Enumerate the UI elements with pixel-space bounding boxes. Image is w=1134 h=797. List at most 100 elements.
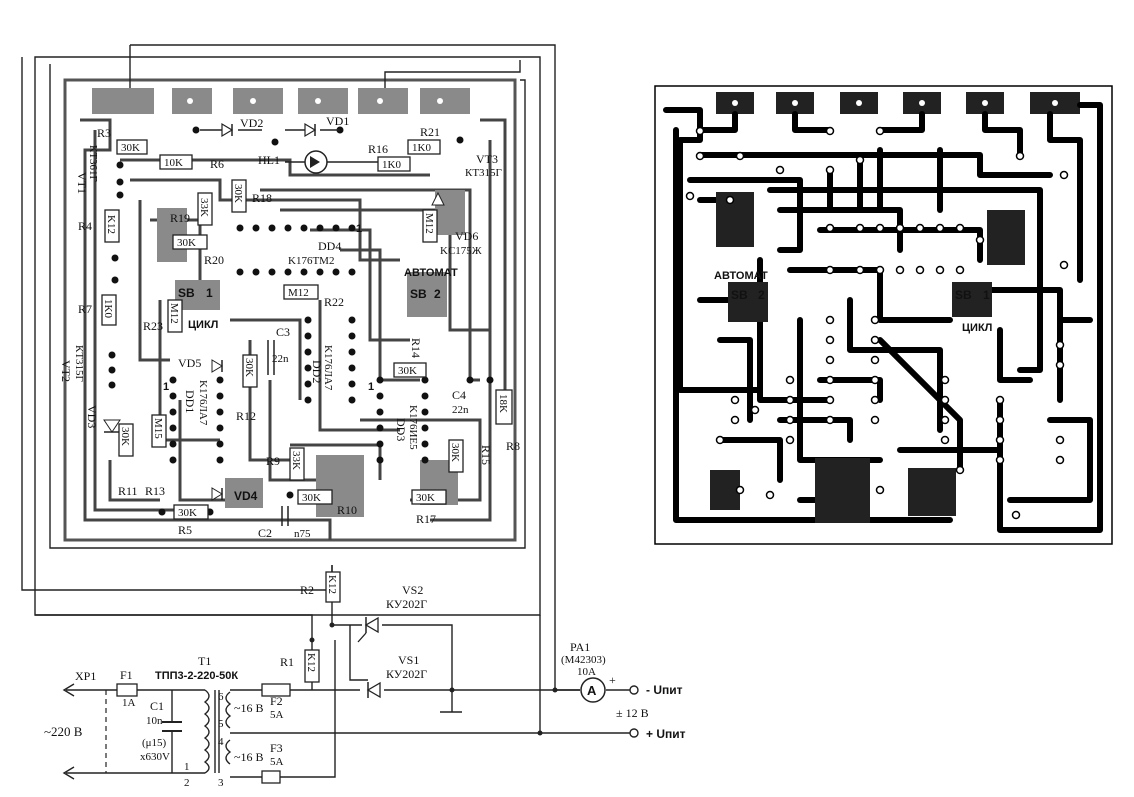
f3-value: 5A — [270, 756, 284, 768]
r15-value: 30K — [449, 443, 461, 462]
dd2-type: K176ЛA7 — [322, 345, 334, 391]
r13-label: R13 — [145, 484, 165, 498]
vt1-label: VT1 — [75, 172, 89, 194]
c4-value: 22n — [452, 404, 469, 416]
dd3-type: K176ИЕ5 — [407, 405, 419, 450]
vt3-type: КТ315Г — [465, 167, 502, 179]
r17-value: 30K — [416, 492, 435, 504]
dd4-label: DD4 — [318, 239, 341, 253]
r23-value: M12 — [168, 303, 180, 324]
pad-top-4 — [298, 88, 348, 114]
resistor-r17 — [411, 489, 447, 505]
dd4-type: K176TM2 — [288, 255, 334, 267]
sb1-number: 1 — [206, 286, 213, 300]
resistor-r3 — [116, 139, 148, 155]
r13-value: M12 — [423, 213, 435, 234]
sb2-label: SB — [410, 287, 427, 301]
right-pcb-board: АВТОМАТ SB 2 SB 1 ЦИКЛ — [654, 85, 1113, 545]
r3-label: R3 — [97, 126, 111, 140]
r5-label: R5 — [178, 523, 192, 537]
page-number: 39 — [0, 762, 2, 778]
diode-vd1 — [304, 122, 317, 138]
resistor-r5 — [173, 504, 209, 520]
r-sb1-label: SB — [955, 288, 972, 302]
vs1-type: КУ202Г — [386, 667, 427, 681]
r9-label: R9 — [266, 454, 280, 468]
sb2-number: 2 — [434, 287, 441, 301]
r10-value: 30K — [302, 492, 321, 504]
pad-vd4 — [225, 478, 263, 508]
rpad-sb1 — [952, 282, 992, 317]
resistor-r21 — [407, 139, 441, 155]
c1-value3: x630V — [140, 751, 170, 763]
winding-1: 1 — [184, 761, 190, 773]
pad-top-6 — [420, 88, 470, 114]
vd4-label: VD4 — [234, 489, 258, 503]
secondary-2-voltage: ~16 В — [234, 750, 264, 764]
ammeter-letter: A — [587, 683, 597, 698]
f2-label: F2 — [270, 694, 283, 708]
dd2-label: DD2 — [310, 360, 324, 383]
dd1-type: K176ЛA7 — [197, 380, 209, 426]
pa1-range: 10A — [577, 666, 596, 678]
minus-supply-label: - Uпит — [646, 683, 683, 697]
thyristor-vs1 — [366, 681, 381, 699]
winding-2: 2 — [184, 777, 190, 789]
automat-label: АВТОМАТ — [404, 267, 458, 279]
voltage-label: ± 12 В — [616, 706, 649, 720]
r20-label: R20 — [204, 253, 224, 267]
f2-value: 5A — [270, 709, 284, 721]
resistor-r18 — [231, 179, 247, 213]
r8-label: R8 — [506, 439, 520, 453]
r9-value: 33K — [290, 451, 302, 470]
vt1-type: КТ361Г — [87, 145, 99, 182]
pad-top-1 — [92, 88, 154, 114]
r8-value: 18K — [497, 394, 509, 413]
t1-label: T1 — [198, 654, 211, 668]
f3-label: F3 — [270, 741, 283, 755]
transformer-secondary-1 — [225, 691, 232, 729]
dd4-pin1: 1 — [356, 223, 362, 235]
r23-label: R23 — [143, 319, 163, 333]
c1-label: C1 — [150, 699, 164, 713]
r-sb2-number: 2 — [758, 288, 765, 302]
r5-value: 30K — [178, 507, 197, 519]
r15-mark-value: M15 — [152, 418, 164, 439]
dd1-pin1: 1 — [163, 381, 169, 393]
pad-top-3 — [233, 88, 283, 114]
r16-label: R16 — [368, 142, 388, 156]
r11-label: R11 — [118, 484, 138, 498]
winding-6: 6 — [218, 691, 224, 703]
fuse-f3 — [261, 770, 281, 784]
r16-value: 1K0 — [382, 159, 401, 171]
r15-label: R15 — [479, 445, 493, 465]
r22-label: R22 — [324, 295, 344, 309]
r14-value: 30K — [398, 365, 417, 377]
resistor-r8 — [495, 389, 513, 425]
r21-value: 1K0 — [412, 142, 431, 154]
r19-label: R19 — [170, 211, 190, 225]
c4-label: C4 — [452, 388, 466, 402]
power-schematic: K12 R2 VS2 КУ202Г K12 R1 VS1 КУ202Г PA1 … — [44, 565, 686, 789]
rpad-big-right — [987, 210, 1025, 265]
c1-value2: (μ15) — [142, 737, 167, 749]
resistor-r15 — [448, 439, 464, 473]
vd6-label: VD6 — [455, 229, 478, 243]
transformer-primary — [203, 689, 210, 774]
c2-label: C2 — [258, 526, 272, 540]
r18-label: R18 — [252, 191, 272, 205]
r21-label: R21 — [420, 125, 440, 139]
r-sb2-label: SB — [731, 288, 748, 302]
r14-label: R14 — [409, 338, 423, 358]
r4-label: R4 — [78, 219, 92, 233]
rpad-big-left — [716, 192, 754, 247]
winding-4: 4 — [218, 736, 224, 748]
fuse-f1 — [116, 683, 138, 697]
r18-value: 30K — [232, 184, 244, 203]
vd3-label: VD3 — [85, 405, 99, 428]
c2-value: n75 — [294, 528, 311, 540]
resistor-r9 — [289, 447, 305, 481]
diode-vd2 — [221, 122, 234, 138]
